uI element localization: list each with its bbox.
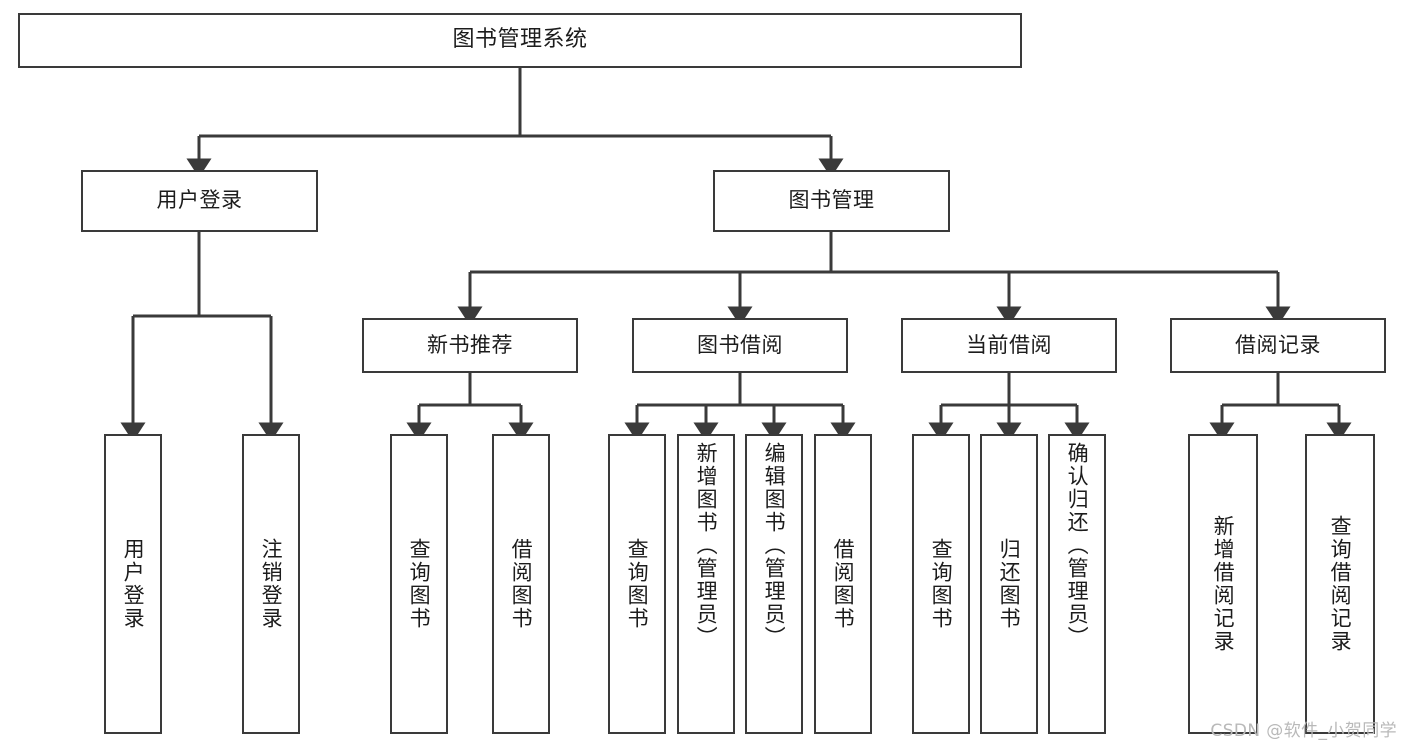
node-book-borrow[interactable]: 图书借阅 (632, 318, 848, 373)
leaf-borrow-add-book-admin[interactable]: 新增图书（管理员） (677, 434, 735, 734)
leaf-record-query-borrow-record[interactable]: 查询借阅记录 (1305, 434, 1375, 734)
node-book-management[interactable]: 图书管理 (713, 170, 950, 232)
csdn-watermark: CSDN @软件_小贺同学 (1210, 721, 1397, 741)
leaf-borrow-query-book[interactable]: 查询图书 (608, 434, 666, 734)
leaf-recommend-borrow-book[interactable]: 借阅图书 (492, 434, 550, 734)
leaf-user-logout[interactable]: 注销登录 (242, 434, 300, 734)
leaf-current-query-book[interactable]: 查询图书 (912, 434, 970, 734)
node-user-login[interactable]: 用户登录 (81, 170, 318, 232)
leaf-recommend-query-book[interactable]: 查询图书 (390, 434, 448, 734)
leaf-current-confirm-return-admin[interactable]: 确认归还（管理员） (1048, 434, 1106, 734)
leaf-record-add-borrow-record[interactable]: 新增借阅记录 (1188, 434, 1258, 734)
leaf-borrow-borrow-book[interactable]: 借阅图书 (814, 434, 872, 734)
node-new-book-recommend[interactable]: 新书推荐 (362, 318, 578, 373)
leaf-borrow-edit-book-admin[interactable]: 编辑图书（管理员） (745, 434, 803, 734)
node-borrow-record[interactable]: 借阅记录 (1170, 318, 1386, 373)
leaf-current-return-book[interactable]: 归还图书 (980, 434, 1038, 734)
leaf-user-login[interactable]: 用户登录 (104, 434, 162, 734)
node-root-system[interactable]: 图书管理系统 (18, 13, 1022, 68)
node-current-borrow[interactable]: 当前借阅 (901, 318, 1117, 373)
